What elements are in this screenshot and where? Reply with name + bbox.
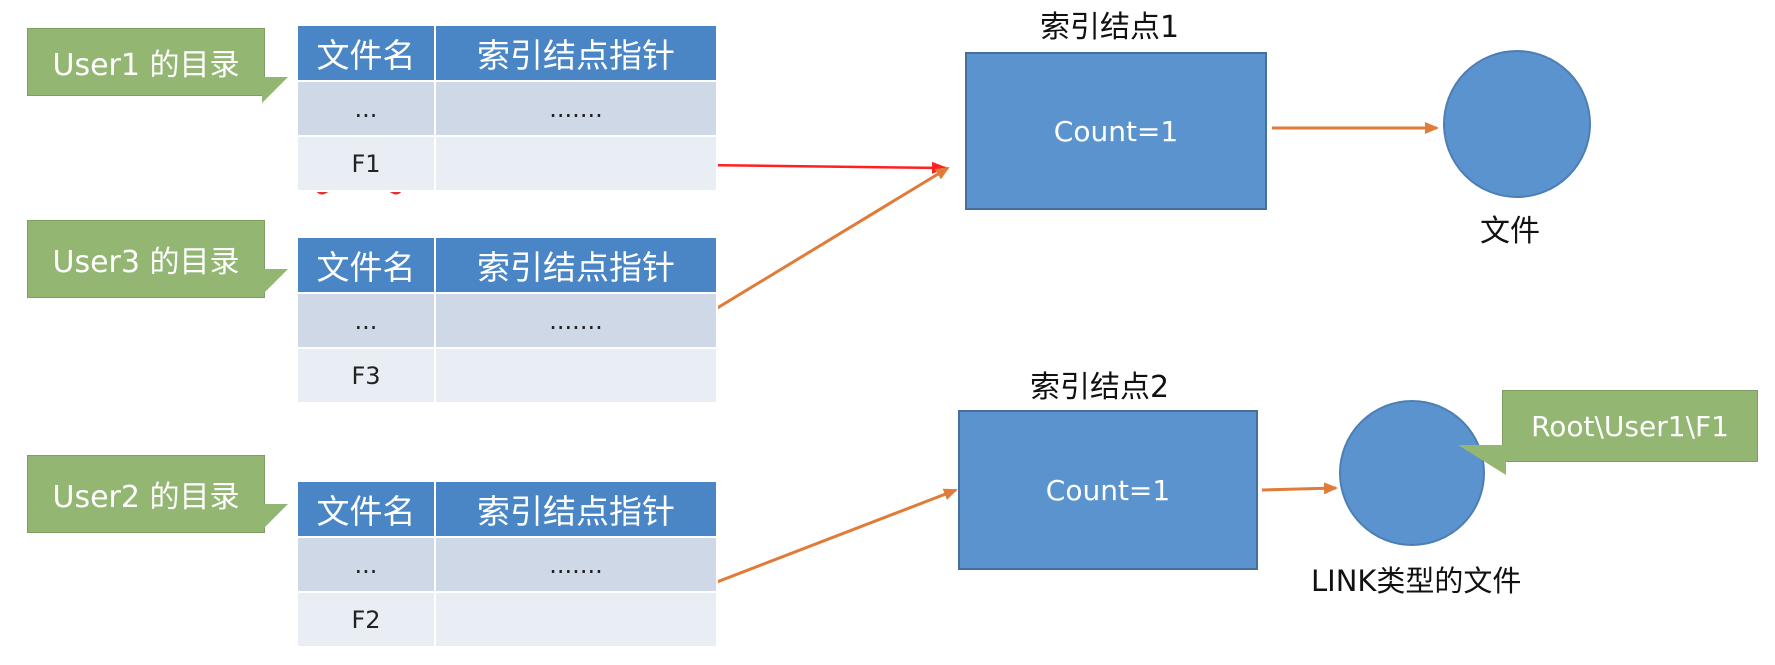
table-header-row: 文件名 索引结点指针 — [296, 24, 718, 82]
cell-pointer — [434, 347, 718, 404]
arrow-node2-to-linkfile — [1261, 482, 1338, 495]
node2-title: 索引结点2 — [1030, 370, 1170, 405]
user2-directory-table: 文件名 索引结点指针 ... ....... F2 — [296, 480, 718, 648]
cell-pointer — [434, 591, 718, 648]
cell-filename: F2 — [296, 591, 436, 648]
table-header-row: 文件名 索引结点指针 — [296, 480, 718, 538]
file-label: 文件 — [1480, 214, 1540, 249]
node2-count: Count=1 — [1045, 473, 1171, 507]
node1-count: Count=1 — [1053, 114, 1179, 148]
index-node-1: Count=1 — [965, 52, 1267, 210]
cell-pointer: ....... — [434, 292, 718, 349]
table-row: ... ....... — [296, 292, 718, 349]
table-row: ... ....... — [296, 536, 718, 593]
user3-directory-table: 文件名 索引结点指针 ... ....... F3 — [296, 236, 718, 404]
user1-directory-table: 文件名 索引结点指针 ... ....... F1 — [296, 24, 718, 192]
node1-title: 索引结点1 — [1040, 10, 1180, 45]
table-row: F2 — [296, 591, 718, 648]
cell-filename: ... — [296, 536, 436, 593]
cell-filename: ... — [296, 292, 436, 349]
cell-filename: ... — [296, 80, 436, 137]
cell-pointer: ....... — [434, 80, 718, 137]
table-row: ... ....... — [296, 80, 718, 137]
link-file-label: LINK类型的文件 — [1311, 564, 1522, 598]
link-path-callout: Root\User1\F1 — [1458, 390, 1758, 475]
file-circle — [1443, 50, 1591, 198]
header-inode-pointer: 索引结点指针 — [434, 236, 718, 294]
header-inode-pointer: 索引结点指针 — [434, 24, 718, 82]
cell-filename: F1 — [296, 135, 436, 192]
cell-pointer — [434, 135, 718, 192]
table-header-row: 文件名 索引结点指针 — [296, 236, 718, 294]
user2-directory-callout: User2 的目录 — [27, 455, 288, 533]
index-node-2: Count=1 — [958, 410, 1258, 570]
header-inode-pointer: 索引结点指针 — [434, 480, 718, 538]
cell-filename: F3 — [296, 347, 436, 404]
cell-pointer: ....... — [434, 536, 718, 593]
header-filename: 文件名 — [296, 24, 436, 82]
table-row: F1 — [296, 135, 718, 192]
table-row: F3 — [296, 347, 718, 404]
user3-directory-callout: User3 的目录 — [27, 220, 288, 298]
user1-directory-callout: User1 的目录 — [27, 28, 288, 103]
header-filename: 文件名 — [296, 236, 436, 294]
header-filename: 文件名 — [296, 480, 436, 538]
